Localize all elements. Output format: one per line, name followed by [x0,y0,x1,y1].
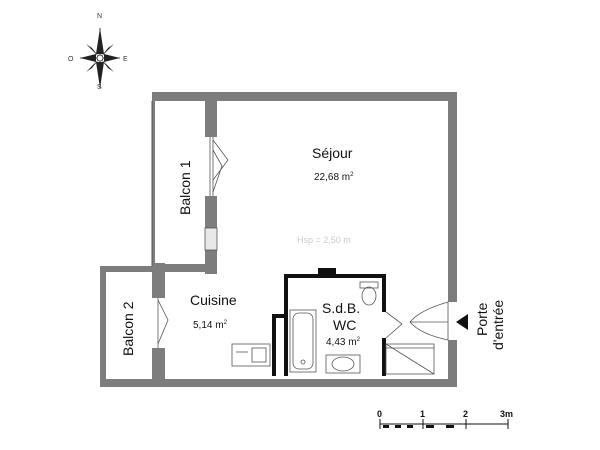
scale-tick-0: 0 [377,409,382,419]
ceiling-height-label: Hsp = 2,50 m [297,235,351,245]
entrance-label-line2: d'entrée [490,300,506,350]
room-cuisine-area: 5,14 m2 [193,320,228,331]
compass-west-label: O [68,56,74,63]
scale-tick-2: 2 [463,409,468,419]
room-cuisine-name: Cuisine [190,292,237,308]
compass-north-label: N [97,13,102,20]
door-bathroom [385,311,403,339]
scale-tick-1: 1 [420,409,425,419]
washbasin-icon [325,354,361,374]
window-balcon1 [204,137,229,251]
kitchen-counter-icon [231,343,271,367]
toilet-icon [359,281,379,306]
entrance-label-line1: Porte [474,302,490,336]
room-sejour-area: 22,68 m2 [314,172,354,183]
room-sdb-area: 4,43 m2 [326,337,361,348]
scale-tick-3: 3m [500,409,513,419]
compass-icon [80,28,120,88]
compass-south-label: S [97,84,102,91]
room-sdb-name2: WC [333,317,356,333]
door-balcon2 [157,298,169,348]
room-balcon2-name: Balcon 2 [120,301,136,356]
compass-east-label: E [123,56,128,63]
bathtub-icon [289,309,317,373]
scale-bar [379,419,509,429]
closet [385,343,435,375]
bathroom-walls [272,268,386,376]
room-sdb-name: S.d.B. [322,300,360,316]
room-balcon1-name: Balcon 1 [177,160,193,215]
exterior-walls [100,92,457,387]
door-entrance [409,301,449,341]
room-sejour-name: Séjour [312,145,353,161]
entrance-arrow-icon [456,314,468,330]
